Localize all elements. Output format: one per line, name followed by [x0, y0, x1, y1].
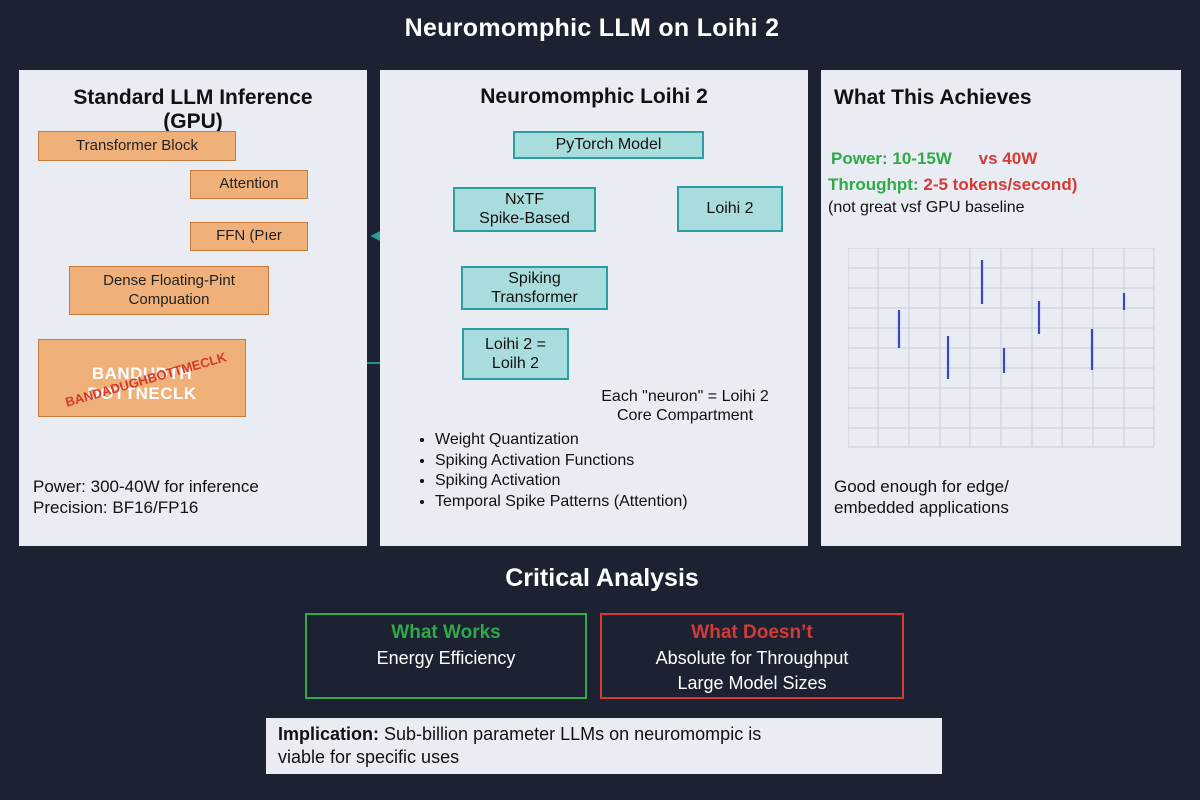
dense-line1: Dense Floating-Pint: [103, 272, 235, 289]
loihi-eq-line2: Loilh 2: [491, 355, 540, 372]
loihi-power-value: Power: 10-15W: [831, 149, 952, 168]
list-item: Spiking Activation Functions: [435, 451, 688, 472]
ffn-box: FFN (Pıer: [190, 222, 308, 251]
list-item: Weight Quantization: [435, 430, 688, 451]
loihi-panel: Neuromomphic Loihi 2 PyTorch Model NxTF …: [380, 70, 808, 546]
neuron-note-line2: Core Compartment: [616, 407, 754, 424]
nxtf-line2: Spike-Based: [479, 210, 570, 227]
spike-raster-plot: [848, 248, 1155, 448]
implication-text-line2: viable for specific uses: [278, 747, 460, 767]
list-item: Large Model Sizes: [677, 673, 827, 693]
spike-marks: [897, 260, 1126, 379]
conclusion-line2: embedded applications: [834, 498, 1009, 517]
dense-line2: Compuation: [128, 291, 210, 308]
gpu-inference-panel: Standard LLM Inference (GPU) Transformer…: [19, 70, 367, 546]
spiking-transformer-box: Spiking Transformer: [461, 266, 608, 310]
throughput-value: 2-5 tokens/second): [923, 175, 1078, 194]
bandwidth-bottleneck-box: BANDUDTH DOTTNECLK BANDADUGHBOTTMECLK: [38, 339, 246, 417]
dense-computation-box: Dense Floating-Pint Compuation: [69, 266, 269, 315]
implication-label: Implication:: [278, 724, 380, 744]
gpu-title-line2: (GPU): [163, 109, 223, 133]
nxtf-line1: NxTF: [504, 191, 545, 208]
list-item: Energy Efficiency: [376, 648, 516, 668]
diagram-title: Neuromomphic LLM on Loihi 2: [404, 14, 780, 42]
list-item: Absolute for Throughput: [655, 648, 849, 668]
throughput-label: Throughpt:: [828, 175, 919, 194]
gpu-precision-text: Precision: BF16/FP16: [33, 498, 199, 517]
neuron-note: Each "neuron" = Loihi 2 Core Compartment: [570, 387, 800, 425]
achieve-conclusion: Good enough for edge/ embedded applicati…: [834, 476, 1009, 518]
implication-box: Implication: Sub-billion parameter LLMs …: [266, 718, 942, 774]
what-doesnt-box: What Doesn’t Absolute for Throughput Lar…: [600, 613, 904, 699]
transformer-block-box: Transformer Block: [38, 131, 236, 161]
critical-analysis-title: Critical Analysis: [505, 564, 699, 592]
gpu-power-text: Power: 300-40W for inference: [33, 477, 259, 496]
bandwidth-line1: BANDUDTH: [91, 364, 193, 383]
nxtf-box: NxTF Spike-Based: [453, 187, 596, 232]
loihi2-box: Loihi 2: [677, 186, 783, 232]
attention-box: Attention: [190, 170, 308, 199]
conclusion-line1: Good enough for edge/: [834, 477, 1009, 496]
what-doesnt-heading: What Doesn’t: [691, 622, 813, 643]
implication-text-line1: Sub-billion parameter LLMs on neuromompi…: [379, 724, 762, 744]
loihi-eq-line1: Loihi 2 =: [485, 336, 546, 353]
throughput-line: Throughpt: 2-5 tokens/second): [828, 174, 1077, 195]
neuron-note-line1: Each "neuron" = Loihi 2: [601, 388, 769, 405]
gpu-panel-title: Standard LLM Inference (GPU): [19, 86, 367, 133]
gpu-title-line1: Standard LLM Inference: [73, 86, 313, 109]
list-item: Spiking Activation: [435, 471, 688, 492]
achieve-panel-title: What This Achieves: [834, 86, 1032, 109]
what-works-box: What Works Energy Efficiency: [305, 613, 587, 699]
spiking-line1: Spiking: [508, 270, 561, 287]
raster-grid: [848, 248, 1155, 448]
baseline-note: (not great vsf GPU baseline: [828, 199, 1025, 216]
loihi-equals-box: Loihi 2 = Loilh 2: [462, 328, 569, 380]
power-comparison: Power: 10-15W vs 40W: [831, 148, 1037, 169]
spiking-line2: Transformer: [491, 289, 578, 306]
pytorch-model-box: PyTorch Model: [513, 131, 704, 159]
what-works-heading: What Works: [391, 622, 501, 643]
loihi-panel-title: Neuromomphic Loihi 2: [480, 85, 708, 108]
gpu-power-value: vs 40W: [978, 149, 1038, 168]
loihi-technique-list: Weight Quantization Spiking Activation F…: [413, 430, 688, 512]
list-item: Temporal Spike Patterns (Attention): [435, 492, 688, 513]
bandwidth-line2: DOTTNECLK: [87, 384, 197, 403]
